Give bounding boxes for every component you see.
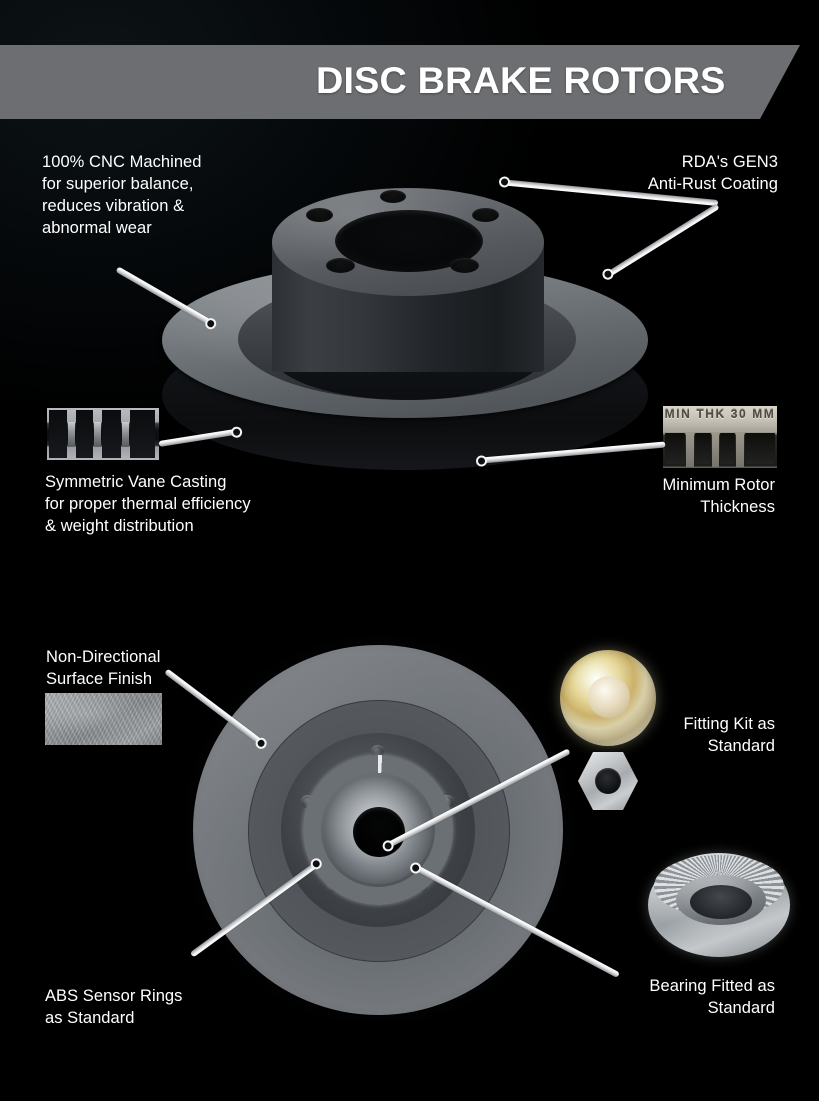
rotor-rib xyxy=(712,432,719,467)
callout-cnc-machined: 100% CNC Machined for superior balance, … xyxy=(42,153,202,238)
rotor-slot xyxy=(720,433,735,465)
vane-fin xyxy=(122,422,129,447)
callout-min-rotor-thickness: Minimum Rotor Thickness xyxy=(662,476,775,517)
stamp-band xyxy=(663,406,777,431)
bottom-rotor-image xyxy=(179,631,577,1029)
rotor-slot xyxy=(665,433,685,465)
hub-bolt xyxy=(371,745,384,758)
min-thickness-stamp-text: MIN THK 30 MM xyxy=(664,407,776,422)
rotor-slot xyxy=(745,433,775,465)
page-title-text: DISC BRAKE ROTORS xyxy=(316,60,727,102)
surface-finish-inset xyxy=(45,693,162,745)
callout-abs-sensor-rings: ABS Sensor Rings as Standard xyxy=(45,987,183,1028)
vane-fins xyxy=(47,422,159,447)
lug-hole xyxy=(380,190,406,203)
fitting-kit-flange-nut xyxy=(578,752,638,810)
vane-fin xyxy=(68,422,75,447)
page-title: DISC BRAKE ROTORS xyxy=(316,60,725,102)
leader-endpoint-dot xyxy=(475,454,488,467)
vane-gap xyxy=(101,410,121,458)
vane-gap xyxy=(76,410,93,458)
lug-hole xyxy=(472,208,499,222)
bearing-bore xyxy=(690,885,752,919)
callout-anti-rust-coating: RDA's GEN3 Anti-Rust Coating xyxy=(647,153,778,194)
top-rotor-image xyxy=(110,170,700,500)
min-thickness-inset: MIN THK 30 MM xyxy=(663,406,777,468)
rotor-slot xyxy=(694,433,711,465)
callout-vane-casting: Symmetric Vane Casting for proper therma… xyxy=(45,473,251,536)
vane-casting-inset xyxy=(47,408,159,460)
hub-center-bore xyxy=(353,807,405,857)
title-banner: DISC BRAKE ROTORS xyxy=(0,45,800,119)
rotor-rib xyxy=(685,432,694,467)
lug-hole xyxy=(326,258,355,273)
lug-hole xyxy=(306,208,333,222)
vane-gap xyxy=(49,410,68,458)
fitting-kit-washer xyxy=(560,650,656,746)
callout-surface-finish: Non-Directional Surface Finish xyxy=(46,648,161,689)
finish-sheen xyxy=(45,693,162,745)
vane-gap xyxy=(129,410,155,458)
lug-hole xyxy=(450,258,479,273)
callout-bearing-fitted: Bearing Fitted as Standard xyxy=(649,977,775,1018)
callout-fitting-kit: Fitting Kit as Standard xyxy=(683,715,775,756)
washer-dome xyxy=(588,676,630,718)
vane-fin xyxy=(94,422,101,447)
tapered-roller-bearing xyxy=(648,845,790,965)
nut-thread-hole xyxy=(595,768,621,794)
rotor-rib xyxy=(735,432,744,467)
